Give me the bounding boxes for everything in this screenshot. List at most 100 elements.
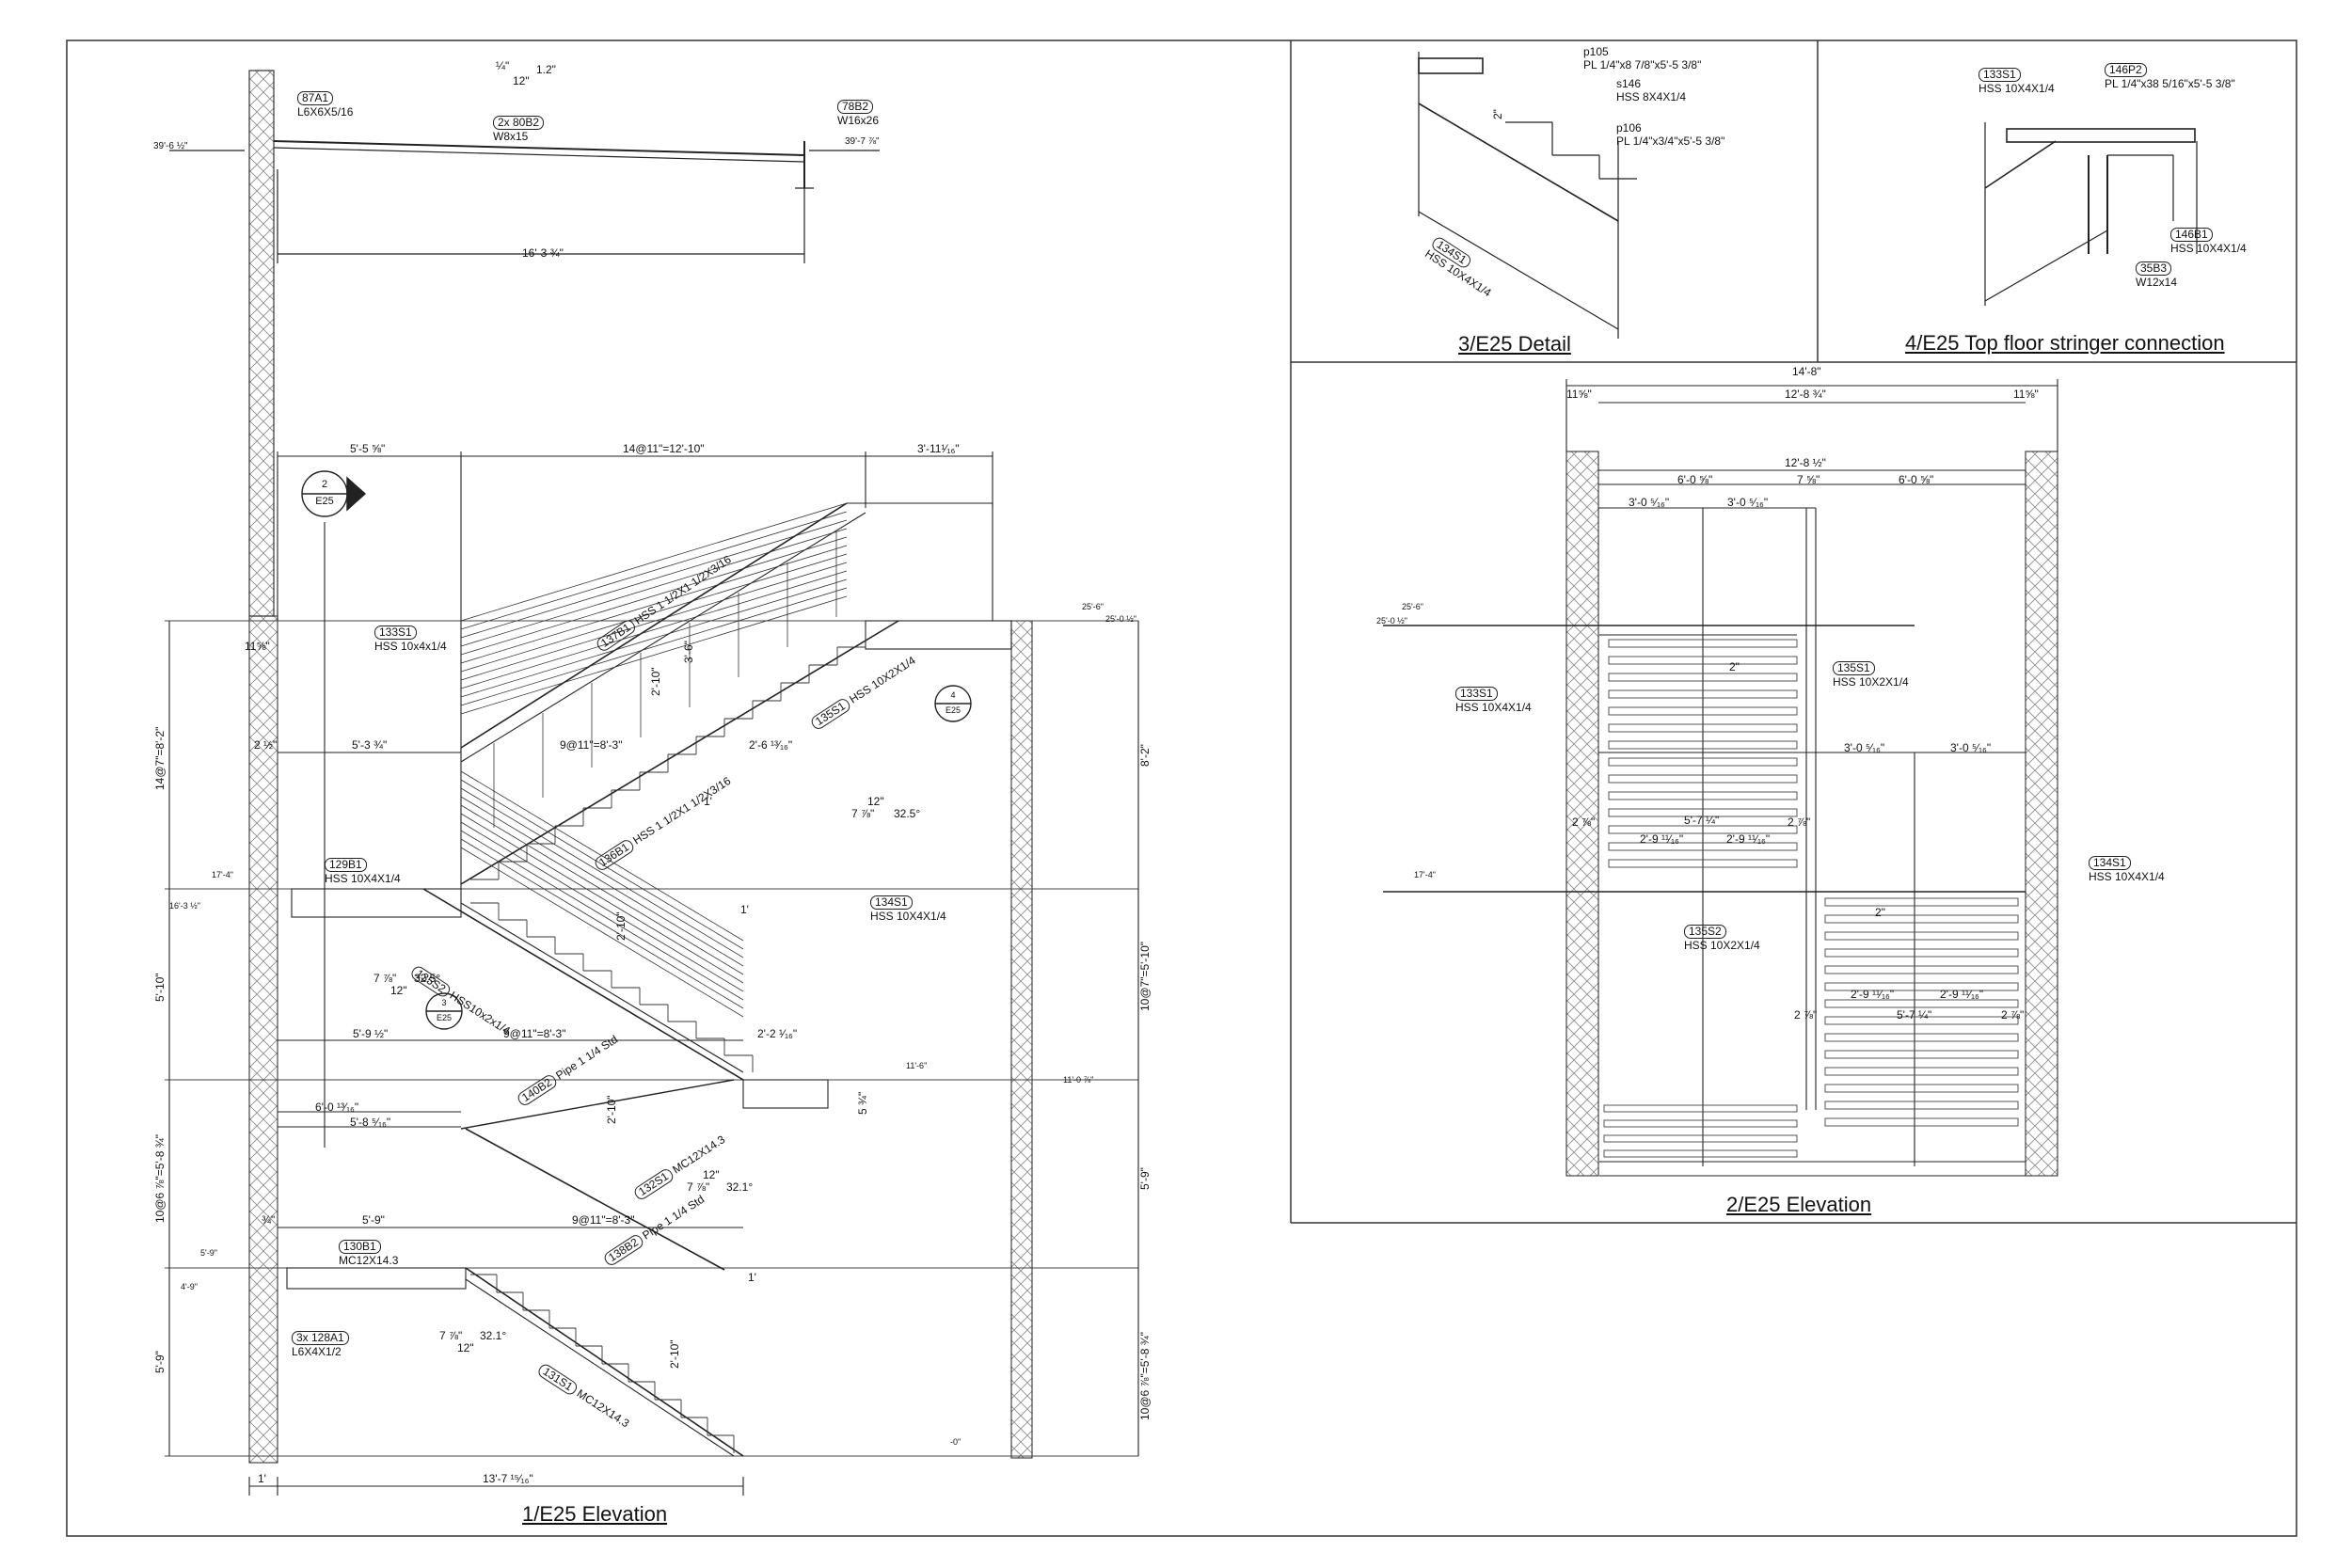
- slope2-angle: 32.5°: [414, 972, 441, 985]
- e2-d-2-5c: 2 ⅞": [1794, 1008, 1818, 1022]
- dim-5-9-5: 5'-9 ½": [353, 1027, 389, 1040]
- e2-d-2-9b: 2'-9 ¹¹⁄₁₆": [1726, 832, 1771, 846]
- title-elevation-1: 1/E25 Elevation: [522, 1502, 668, 1526]
- e2-d-5-7b: 5'-7 ¼": [1897, 1008, 1932, 1022]
- e2-d-3-0b: 3'-0 ⁵⁄₁₆": [1727, 496, 1769, 509]
- bubble-3-sheet: E25: [436, 1013, 452, 1022]
- elev2-tread: [1603, 1149, 1798, 1158]
- e2-d-2b: 2": [1875, 906, 1885, 919]
- elev2-tread: [1608, 757, 1798, 767]
- dim-left-14: 14@7"=8'-2": [153, 726, 167, 790]
- dim-top-3: 3'-11¹⁄₁₆": [917, 442, 960, 455]
- dim-1d: 1': [258, 1472, 266, 1485]
- rail-line: [460, 804, 744, 975]
- wall-dim: 11⅝": [245, 640, 270, 653]
- elev2-tread: [1608, 673, 1798, 682]
- elev2-tread: [1824, 1067, 2019, 1076]
- elev-25-0: 25'-0 ½": [1105, 614, 1136, 624]
- rail-line: [460, 821, 744, 992]
- rail-line: [460, 553, 848, 673]
- elev2-tread: [1824, 965, 2019, 974]
- bubble-4-sheet: E25: [945, 705, 961, 715]
- elev2-tread: [1608, 740, 1798, 750]
- dim-2-10d: 2'-10": [614, 911, 628, 941]
- rail-line: [460, 528, 848, 647]
- e2-d-2-9a: 2'-9 ¹¹⁄₁₆": [1640, 832, 1684, 846]
- dim-5-3b: 5 ¾": [856, 1091, 869, 1115]
- slope1-run: 12": [867, 795, 884, 808]
- elev-left: 39'-6 ½": [153, 141, 188, 151]
- rail-line: [460, 838, 744, 1009]
- e2-d-mid: 12'-8 ¾": [1785, 388, 1826, 401]
- dim-left-10: 10@6 ⅞"=5'-8 ¾": [153, 1133, 167, 1223]
- elev-17-4: 17'-4": [212, 870, 233, 879]
- elev2-tread: [1824, 1050, 2019, 1059]
- rail-line: [460, 595, 848, 715]
- e2-d-2-9d: 2'-9 ¹¹⁄₁₆": [1940, 988, 1984, 1001]
- e2-d-7-5: 7 ⅝": [1797, 473, 1820, 486]
- dim-5-9b: 5'-9": [362, 1213, 385, 1227]
- rail-line: [460, 787, 744, 958]
- title-elevation-2: 2/E25 Elevation: [1726, 1193, 1872, 1216]
- e2-d-6-0a: 6'-0 ⅝": [1677, 473, 1713, 486]
- elevation-1-linework: [165, 451, 1139, 1496]
- dim-2-10c: 2'-10": [668, 1339, 681, 1369]
- bubble-2-sheet: E25: [315, 496, 334, 507]
- dim-2-10b: 2'-10": [605, 1095, 618, 1124]
- e2-d-12-8: 12'-8 ½": [1785, 456, 1826, 469]
- rail-line: [460, 536, 848, 656]
- dim-9at11: 9@11"=8'-3": [560, 738, 623, 752]
- slope-value: 1.2": [536, 63, 556, 76]
- dim-right-8-2: 8'-2": [1138, 744, 1152, 767]
- detail-3-linework: [1418, 52, 1637, 339]
- slope3-run: 12": [703, 1168, 720, 1181]
- bubble-4-number: 4: [950, 690, 956, 700]
- e2-d-6-0b: 6'-0 ⅝": [1899, 473, 1934, 486]
- elev-5-9: 5'-9": [200, 1248, 217, 1258]
- detail-4-linework: [1984, 122, 2198, 306]
- rail-line: [460, 502, 848, 622]
- rail-line: [460, 779, 744, 950]
- slope2-run: 12": [390, 984, 407, 997]
- elev-11-6: 11'-6": [906, 1061, 928, 1070]
- rail-line: [460, 511, 848, 630]
- sheet-border: [66, 40, 2297, 1537]
- bubble-3-number: 3: [441, 998, 447, 1007]
- dim-1a: 1': [704, 795, 712, 808]
- dim-2-2: 2'-2 ¹⁄₁₆": [757, 1027, 798, 1040]
- elev2-tread: [1608, 656, 1798, 665]
- rail-line: [460, 570, 848, 689]
- e2-d-2-9c: 2'-9 ¹¹⁄₁₆": [1851, 988, 1895, 1001]
- dim-1c: 1': [748, 1271, 756, 1284]
- rail-line: [460, 847, 744, 1018]
- e2-d-3-0c: 3'-0 ⁵⁄₁₆": [1844, 741, 1885, 754]
- title-detail-4: 4/E25 Top floor stringer connection: [1905, 331, 2225, 355]
- elev2-tread: [1608, 859, 1798, 868]
- e2-elev-17-4: 17'-4": [1414, 870, 1436, 879]
- e2-overall: 14'-8": [1792, 365, 1821, 378]
- elev2-tread: [1824, 999, 2019, 1008]
- elev-25-6: 25'-6": [1082, 602, 1104, 611]
- elev2-tread: [1824, 1016, 2019, 1025]
- rail-line: [460, 796, 744, 967]
- slope1-angle: 32.5°: [894, 807, 921, 820]
- elevation-2-treads: [1603, 639, 2019, 1158]
- rail-line: [460, 770, 744, 942]
- elev2-tread: [1608, 706, 1798, 716]
- elev2-tread: [1608, 791, 1798, 800]
- middle-rail-pickets: [460, 770, 744, 1018]
- top-beam-detail: [169, 70, 880, 617]
